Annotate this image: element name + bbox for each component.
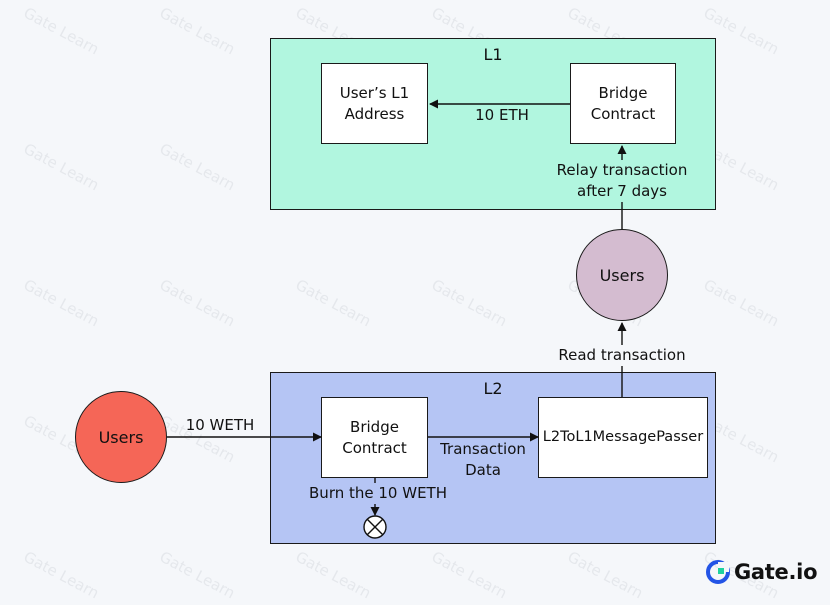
weth-arrow-label: 10 WETH <box>185 416 255 434</box>
l1-bridge-contract-box: Bridge Contract <box>570 63 676 144</box>
relay-label: Relay transaction after 7 days <box>548 160 696 202</box>
burn-label: Burn the 10 WETH <box>300 483 456 504</box>
l2-title: L2 <box>483 379 503 398</box>
message-passer-box: L2ToL1MessagePasser <box>538 397 708 478</box>
tx-data-label: Transaction Data <box>440 440 526 479</box>
users-left-node: Users <box>75 391 167 483</box>
eth-arrow-label: 10 ETH <box>475 106 529 124</box>
read-label: Read transaction <box>552 345 692 366</box>
gate-logo-icon <box>706 560 730 584</box>
user-l1-address-box: User’s L1 Address <box>321 63 428 144</box>
gate-logo: Gate.io <box>706 560 818 584</box>
l1-title: L1 <box>483 45 503 64</box>
users-top-node: Users <box>576 229 668 321</box>
burn-icon <box>363 515 387 539</box>
logo-text: Gate.io <box>734 560 818 584</box>
l2-bridge-contract-box: Bridge Contract <box>321 397 428 478</box>
